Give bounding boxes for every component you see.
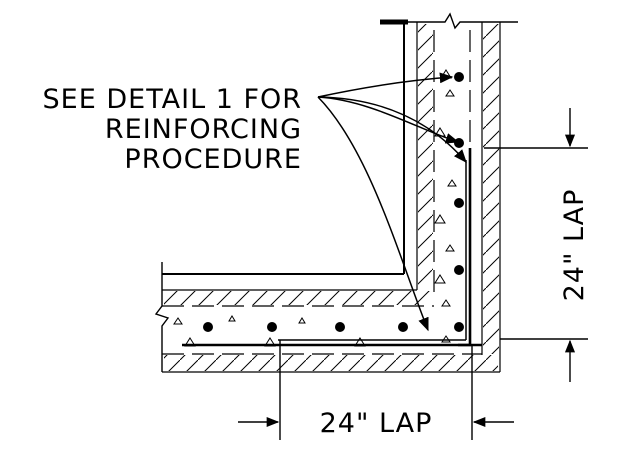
rebar-dot (454, 138, 464, 148)
note-leaders (317, 72, 467, 332)
rebar-dot (454, 72, 464, 82)
rebar-dot (454, 198, 464, 208)
rebar-dot (454, 265, 464, 275)
leader-line (317, 72, 454, 98)
reinforcing-bars (182, 148, 482, 347)
rebar-dot (203, 322, 213, 332)
vertical-lap-label: 24" LAP (559, 189, 590, 302)
horizontal-lap-dimension (238, 340, 514, 440)
rebar-dot (335, 322, 345, 332)
leader-line (317, 96, 467, 164)
vertical-wall (380, 12, 518, 372)
note-line-3: PROCEDURE (124, 144, 302, 175)
horizontal-lap-label: 24" LAP (320, 408, 433, 439)
vertical-lap-dimension (484, 108, 588, 382)
horizontal-slab (154, 262, 500, 373)
note-line-1: SEE DETAIL 1 FOR (43, 84, 302, 115)
rebar-dot (267, 322, 277, 332)
leader-line (317, 96, 429, 332)
rebar-dot (398, 322, 408, 332)
rebar-dot (454, 322, 464, 332)
leader-line (317, 96, 460, 144)
note-line-2: REINFORCING (105, 114, 302, 145)
